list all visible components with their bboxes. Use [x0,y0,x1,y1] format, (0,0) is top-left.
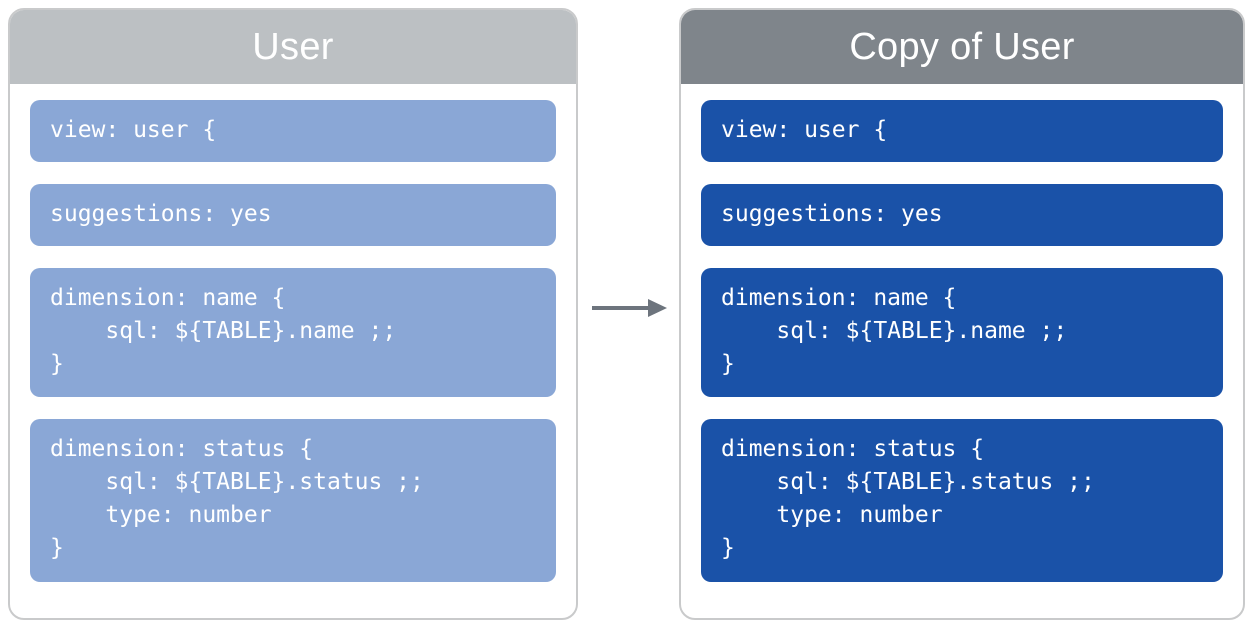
panel-copy-of-user: Copy of User view: user { suggestions: y… [679,8,1245,620]
code-block-suggestions-source: suggestions: yes [30,184,556,246]
code-block-dimension-name-source: dimension: name { sql: ${TABLE}.name ;; … [30,268,556,397]
panel-source-user: User view: user { suggestions: yes dimen… [8,8,578,620]
panel-title-copy: Copy of User [681,10,1243,84]
code-block-dimension-name-copy: dimension: name { sql: ${TABLE}.name ;; … [701,268,1223,397]
right-arrow-icon [592,297,668,319]
code-block-view-declaration-source: view: user { [30,100,556,162]
code-block-dimension-status-copy: dimension: status { sql: ${TABLE}.status… [701,419,1223,582]
panel-title-source: User [10,10,576,84]
panel-body-copy: view: user { suggestions: yes dimension:… [681,84,1243,618]
code-block-dimension-status-source: dimension: status { sql: ${TABLE}.status… [30,419,556,582]
panel-body-source: view: user { suggestions: yes dimension:… [10,84,576,618]
code-block-view-declaration-copy: view: user { [701,100,1223,162]
code-block-suggestions-copy: suggestions: yes [701,184,1223,246]
